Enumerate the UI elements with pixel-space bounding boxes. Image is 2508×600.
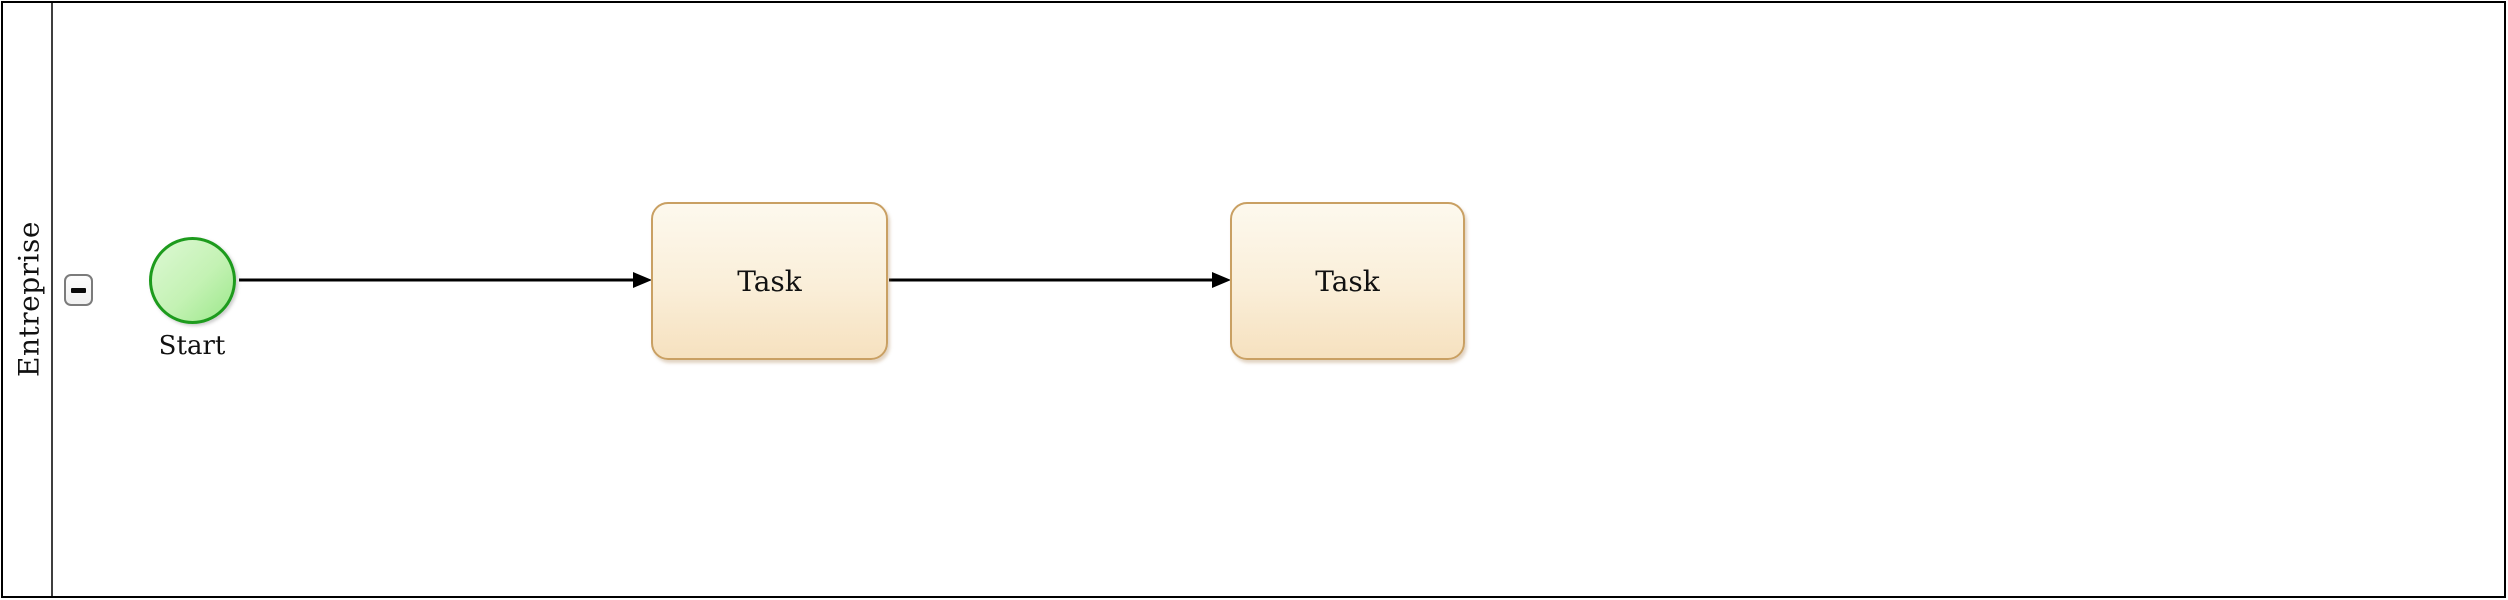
sequence-flow-task1-to-task2[interactable] [889, 272, 1231, 288]
sequence-flow-start-to-task1[interactable] [239, 272, 652, 288]
task-node-1[interactable]: Task [651, 202, 888, 360]
arrowhead-icon [1212, 272, 1231, 288]
start-event[interactable] [149, 237, 236, 324]
start-event-label: Start [158, 331, 226, 361]
arrowhead-icon [633, 272, 652, 288]
pool-label-strip[interactable]: Entreprise [3, 3, 53, 596]
pool-collapse-button[interactable] [64, 274, 93, 306]
task-1-label: Task [737, 264, 802, 298]
minus-icon [71, 287, 86, 293]
task-2-label: Task [1315, 264, 1380, 298]
task-node-2[interactable]: Task [1230, 202, 1465, 360]
